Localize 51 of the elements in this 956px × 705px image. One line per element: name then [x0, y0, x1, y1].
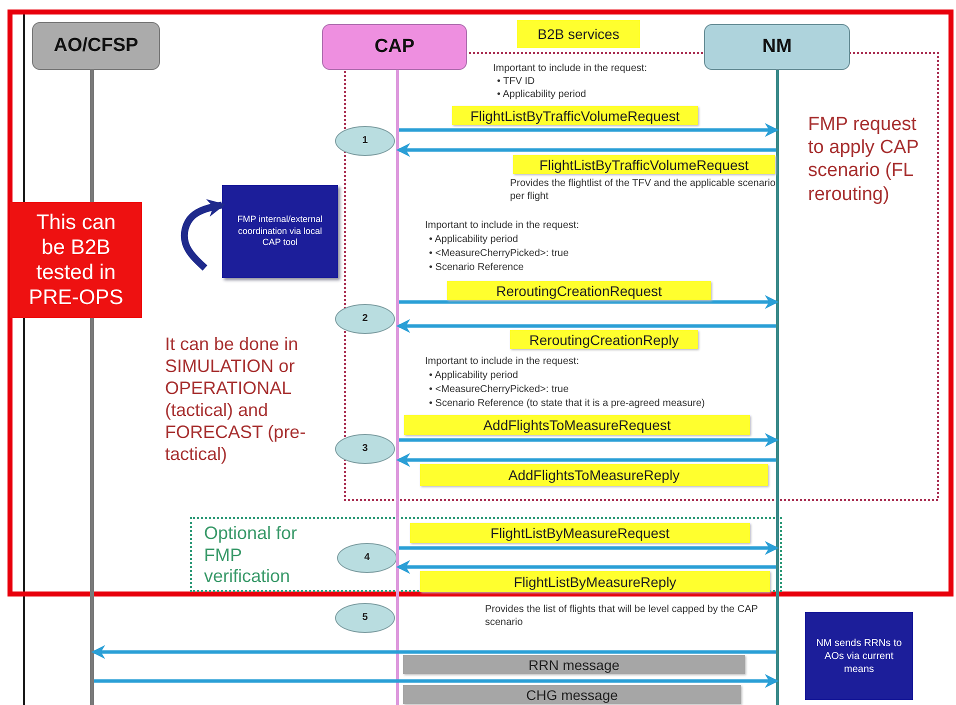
note-box: NM sends RRNs to AOs via current means [805, 612, 913, 700]
arrow [399, 123, 779, 137]
message-label: CHG message [403, 685, 741, 704]
note-text: Important to include in the request: [425, 219, 580, 232]
lifeline-header: NM [704, 24, 850, 70]
note-text: • Scenario Reference [429, 261, 525, 274]
message-label: FlightListByTrafficVolumeRequest [452, 106, 698, 125]
arrow [94, 674, 779, 688]
note-text: • Applicability period [497, 88, 588, 101]
lifeline-header: CAP [322, 24, 467, 70]
message-label: RRN message [403, 655, 745, 674]
arrow [396, 143, 776, 157]
arrow [396, 453, 776, 467]
note-text: • Scenario Reference (to state that it is a pre-agreed measure) [429, 397, 706, 410]
arrow [396, 319, 776, 333]
step-ellipse: 5 [335, 603, 395, 633]
arrow [91, 645, 776, 659]
annotation-text: It can be done in SIMULATION or OPERATIONAL (tactical) and FORECAST (pre-tactical) [165, 334, 307, 466]
arrow [180, 199, 226, 271]
frame-title: Optional for FMP verification [204, 523, 298, 588]
note-text: Important to include in the request: [493, 62, 648, 75]
step-ellipse: 2 [335, 304, 395, 334]
message-label: AddFlightsToMeasureReply [420, 464, 768, 486]
annotation-text: FMP request to apply CAP scenario (FL rerouting) [808, 113, 920, 206]
arrow [399, 541, 779, 555]
lifeline [776, 70, 779, 705]
note-text: Provides the list of flights that will be level capped by the CAP scenario [485, 603, 759, 629]
message-label: ReroutingCreationReply [510, 330, 698, 349]
lifeline-header: AO/CFSP [32, 22, 160, 70]
arrow [399, 433, 779, 447]
lifeline [396, 70, 399, 705]
step-ellipse: 4 [337, 543, 397, 573]
note-text: • Applicability period [429, 233, 520, 246]
tag-box: B2B services [517, 20, 640, 48]
message-label: FlightListByTrafficVolumeRequest [513, 155, 775, 174]
arrow [396, 560, 776, 574]
message-label: FlightListByMeasureRequest [410, 523, 750, 543]
message-label: FlightListByMeasureReply [420, 571, 770, 592]
arrow [399, 295, 779, 309]
message-label: ReroutingCreationRequest [447, 281, 711, 300]
note-text: Important to include in the request: [425, 355, 580, 368]
note-text: • Applicability period [429, 369, 520, 382]
note-box: This can be B2B tested in PRE-OPS [10, 202, 142, 318]
step-ellipse: 3 [335, 434, 395, 464]
note-text: • <MeasureCherryPicked>: true [429, 247, 570, 260]
message-label: AddFlightsToMeasureRequest [404, 415, 750, 435]
step-ellipse: 1 [335, 126, 395, 156]
note-text: • TFV ID [497, 75, 536, 88]
note-text: • <MeasureCherryPicked>: true [429, 383, 570, 396]
note-text: Provides the flightlist of the TFV and the applicable scenario per flight [510, 177, 777, 203]
note-box: FMP internal/external coordination via local CAP tool [222, 185, 338, 278]
